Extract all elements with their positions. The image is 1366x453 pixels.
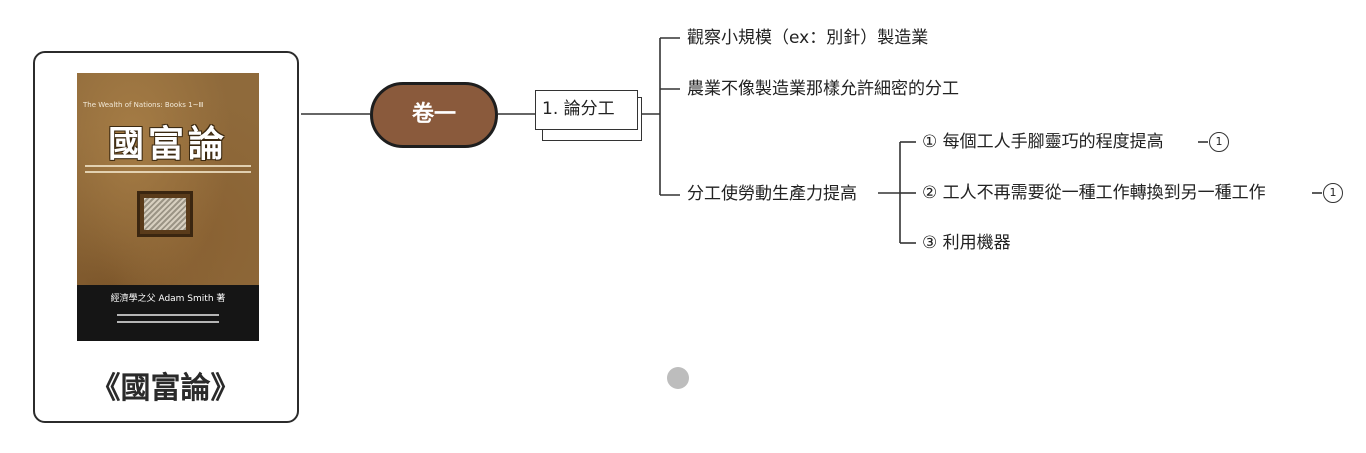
branch-node-agriculture[interactable]: 農業不像製造業那樣允許細密的分工 [687, 79, 959, 99]
book-cover-image: The Wealth of Nations: Books 1~Ⅲ 國富論 經濟學… [77, 73, 259, 341]
subnode-dexterity[interactable]: ① 每個工人手腳靈巧的程度提高 [922, 132, 1164, 152]
cover-subtitle: The Wealth of Nations: Books 1~Ⅲ [83, 101, 204, 109]
subnode-no-switching[interactable]: ② 工人不再需要從一種工作轉換到另一種工作 [922, 183, 1266, 203]
cover-author: 經濟學之父 Adam Smith 著 [110, 294, 226, 304]
topic-node[interactable]: 1. 論分工 [535, 90, 638, 130]
cover-author-band: 經濟學之父 Adam Smith 著 [77, 285, 259, 341]
branch-node-small-scale[interactable]: 觀察小規模（ex：別針）製造業 [687, 28, 929, 48]
subnode-machines[interactable]: ③ 利用機器 [922, 233, 1011, 253]
volume-node[interactable]: 卷一 [370, 82, 498, 148]
cover-title: 國富論 [107, 124, 228, 165]
book-title-label: 《國富論》 [90, 371, 241, 406]
book-card: The Wealth of Nations: Books 1~Ⅲ 國富論 經濟學… [33, 51, 299, 423]
cover-description-lines [85, 161, 251, 181]
branch-node-productivity[interactable]: 分工使勞動生產力提高 [687, 184, 857, 204]
count-badge[interactable]: 1 [1209, 132, 1229, 152]
count-badge[interactable]: 1 [1323, 183, 1343, 203]
cover-credit-lines [117, 309, 219, 328]
cover-illustration [137, 191, 193, 237]
gray-dot [667, 367, 689, 389]
